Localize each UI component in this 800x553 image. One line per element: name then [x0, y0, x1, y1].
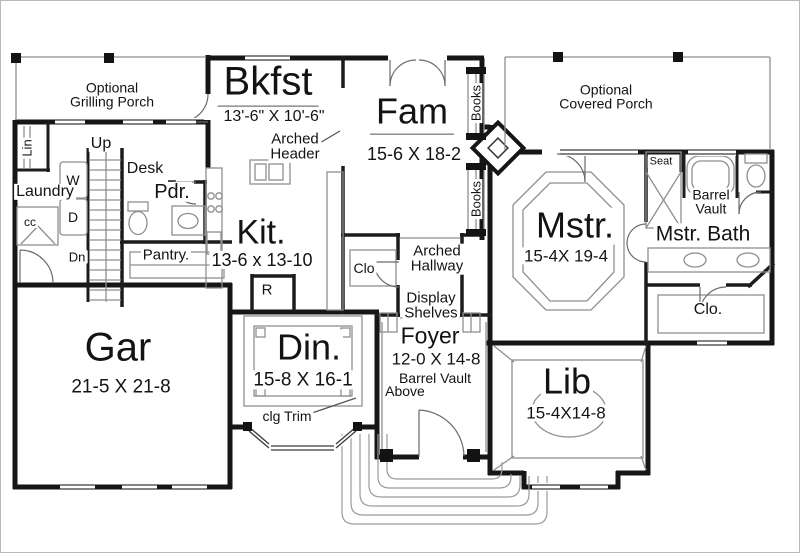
lib-dims: 15-4X14-8 — [524, 403, 608, 423]
books-top-label: Books — [468, 82, 484, 124]
washer-label: W — [64, 171, 82, 188]
display-shelves-note: Display Shelves — [402, 289, 460, 322]
foyer-barrel-vault-note: Barrel Vault — [396, 369, 474, 386]
fam-room-label: Fam — [368, 93, 456, 135]
lib-room-label: Lib — [540, 360, 594, 402]
covered-porch-label: Optional Covered Porch — [557, 81, 655, 112]
laundry-room-label: Laundry — [14, 182, 76, 201]
desk-label: Desk — [124, 159, 166, 178]
gar-dims: 21-5 X 21-8 — [69, 376, 173, 398]
pantry-room-label: Pantry. — [140, 246, 192, 264]
foyer-room-label: Foyer — [398, 322, 462, 349]
lin-closet-label: Lin — [19, 137, 35, 159]
master-closet-label: Clo. — [691, 300, 725, 319]
grilling-porch-label: Optional Grilling Porch — [67, 79, 157, 110]
foyer-barrel-vault-note2: Above — [383, 382, 427, 399]
barrel-vault-bath-note: Barrel Vault — [690, 186, 732, 217]
kit-dims: 13-6 x 13-10 — [209, 249, 315, 270]
dn-label: Dn — [66, 249, 88, 265]
din-dims: 15-8 X 16-1 — [251, 369, 355, 391]
pdr-room-label: Pdr. — [152, 180, 192, 203]
bkfst-dims: 13'-6" X 10'-6" — [221, 107, 327, 126]
gar-room-label: Gar — [82, 325, 154, 370]
bkfst-room-label: Bkfst — [215, 61, 321, 107]
dryer-label: D — [65, 208, 81, 225]
clg-trim-note: clg Trim — [260, 407, 314, 424]
arched-hallway-note: Arched Hallway — [408, 242, 466, 275]
arched-header-note: Arched Header — [268, 130, 322, 163]
foyer-dims: 12-0 X 14-8 — [389, 349, 483, 369]
din-room-label: Din. — [274, 326, 344, 368]
kit-room-label: Kit. — [234, 213, 288, 252]
up-label: Up — [88, 134, 114, 153]
mstr-dims: 15-4X 19-4 — [521, 246, 611, 266]
coat-closet-label: cc — [22, 214, 38, 229]
mstr-bath-room-label: Mstr. Bath — [653, 222, 753, 246]
porch-posts — [11, 52, 683, 462]
books-bottom-label: Books — [468, 178, 484, 220]
entry-steps — [341, 434, 548, 525]
windows — [55, 54, 736, 491]
fam-dims: 15-6 X 18-2 — [364, 143, 464, 164]
seat-label: Seat — [647, 155, 675, 168]
hall-closet-label: Clo — [351, 259, 377, 276]
fridge-label: R — [259, 281, 275, 299]
mstr-room-label: Mstr. — [534, 204, 616, 246]
